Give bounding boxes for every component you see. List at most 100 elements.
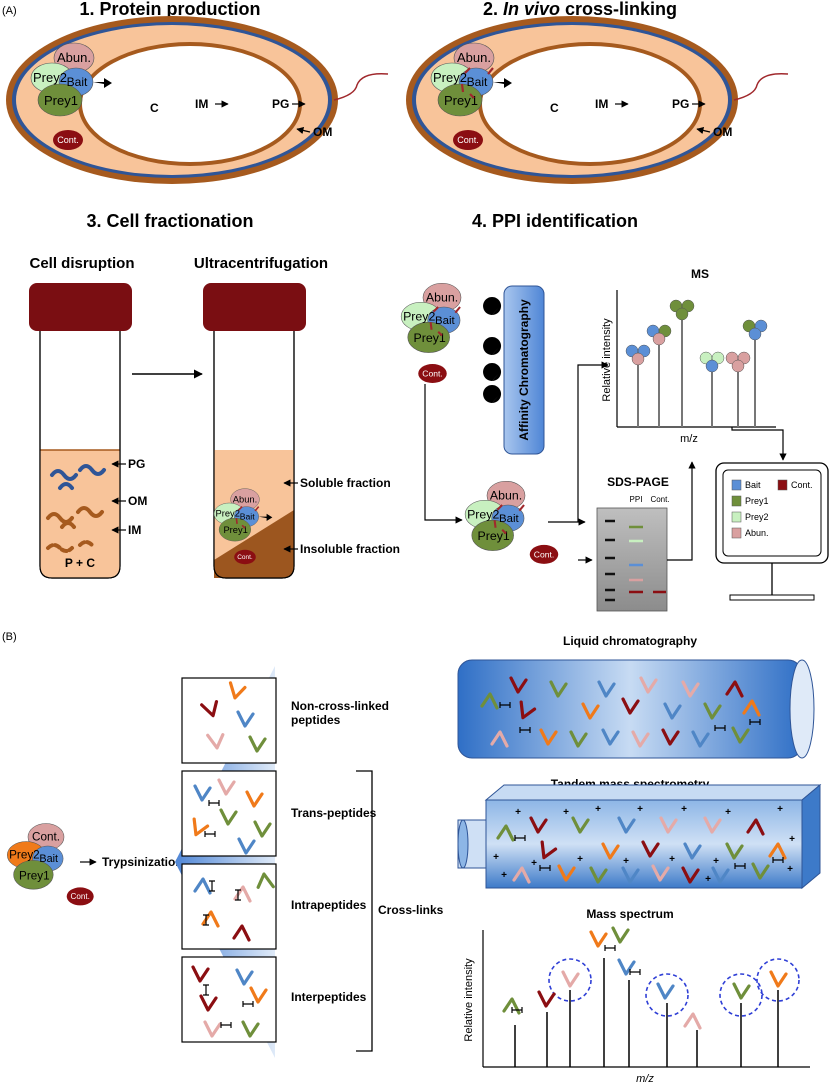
peptide — [631, 730, 650, 748]
panel-a-label: (A) — [2, 5, 17, 17]
crosslink-x1 — [464, 67, 471, 74]
prey1-label: Prey1 — [223, 525, 247, 535]
spectrum-peaks — [514, 958, 800, 1067]
peptide-boxes — [181, 677, 277, 1043]
tube-disruption: PG OM IM P + C — [29, 283, 147, 579]
ms-ylabel: Relative intensity — [601, 318, 613, 402]
ms-peak-ball — [748, 327, 762, 341]
contaminant — [234, 549, 256, 565]
noncross-line1: Non-cross-linked — [291, 699, 389, 713]
prey2-label: Prey2 — [433, 70, 467, 85]
prey1-label: Prey1 — [414, 331, 446, 345]
ion-plus-8: + — [531, 858, 537, 869]
contaminant-label: Cont. — [457, 135, 479, 145]
ultracentrifugation-label: Ultracentrifugation — [194, 255, 328, 272]
ion-plus-0: + — [515, 807, 521, 818]
contaminant — [529, 544, 559, 564]
ion-plus-5: + — [725, 807, 731, 818]
peptide — [731, 726, 750, 744]
panel-b-label: (B) — [2, 631, 17, 643]
peptide — [651, 864, 670, 882]
peptide — [656, 982, 675, 1000]
membrane-fragments — [46, 464, 106, 553]
crosslinks-label: Cross-links — [378, 903, 444, 917]
cell1-im-label: IM — [195, 97, 208, 111]
lc-title: Liquid chromatography — [563, 634, 697, 648]
peptide — [502, 997, 521, 1015]
complex-arrow — [93, 78, 112, 88]
peptide — [480, 692, 499, 710]
ion-plus-11: + — [669, 854, 675, 865]
peptide — [711, 866, 730, 884]
fragment-5 — [60, 521, 76, 529]
legend-swatch-1 — [777, 479, 788, 491]
peptide — [703, 702, 722, 720]
prey1-protein — [471, 519, 514, 551]
legend-label-1: Cont. — [791, 480, 813, 490]
prey2-label: Prey2 — [216, 509, 240, 519]
ms-peak-ball — [675, 307, 689, 321]
peptide — [235, 968, 254, 986]
peptide — [219, 808, 238, 826]
peptide — [540, 840, 558, 860]
ion-plus-4: + — [681, 804, 687, 815]
ion-plus-1: + — [563, 807, 569, 818]
cell1-c-label: C — [150, 101, 159, 115]
peptide — [193, 877, 212, 895]
crosslinker — [629, 969, 641, 975]
peptide — [237, 837, 256, 855]
box-label-inter: Interpeptides — [291, 990, 367, 1004]
peptide — [253, 820, 272, 838]
ion-plus-12: + — [713, 856, 719, 867]
ms-xlabel: m/z — [680, 433, 698, 445]
legend-swatch-3 — [731, 511, 742, 523]
peptide — [732, 982, 751, 1000]
peptide — [206, 733, 225, 750]
soluble-fraction-label: Soluble fraction — [300, 476, 391, 490]
abun-label: Abun. — [233, 494, 257, 504]
prey1-protein — [37, 83, 83, 117]
ms-peaks — [625, 299, 768, 427]
fragment-4 — [76, 506, 104, 518]
ion-plus-13: + — [789, 834, 795, 845]
peptide — [641, 840, 660, 858]
tube-im-label: IM — [128, 523, 141, 537]
legend-swatch-0 — [731, 479, 742, 491]
peptide — [683, 842, 702, 860]
peptide — [746, 818, 765, 836]
peptide — [617, 816, 636, 834]
crosslinker — [772, 857, 784, 863]
crosslinker — [235, 889, 241, 901]
peptide — [769, 970, 788, 988]
cell2-c-label: C — [550, 101, 559, 115]
spectrum-highlight-2 — [719, 973, 763, 1017]
peptide — [509, 676, 528, 694]
ion-plus-2: + — [595, 804, 601, 815]
crosslink-x2 — [235, 518, 238, 524]
crosslinker — [209, 880, 215, 892]
crosslinker — [203, 914, 209, 926]
peptide — [639, 676, 658, 694]
crosslink-x1 — [237, 506, 243, 511]
legend-label-0: Bait — [745, 480, 761, 490]
cell2-im-label: IM — [595, 97, 608, 111]
ms-peak-ball — [652, 332, 666, 346]
crosslinker — [220, 1022, 232, 1028]
contaminant — [53, 130, 83, 150]
step4-title: 4. PPI identification — [472, 211, 638, 231]
crosslinker — [242, 1001, 254, 1007]
peptide — [561, 970, 580, 988]
prey1-label: Prey1 — [478, 529, 510, 543]
peptide — [601, 728, 620, 746]
contaminant-label: Cont. — [534, 549, 554, 559]
peptide — [617, 958, 636, 976]
complex-arrow — [493, 78, 512, 88]
tube-pg-label: PG — [128, 457, 145, 471]
crosslinker — [734, 863, 746, 869]
bait-label: Bait — [435, 315, 455, 327]
peptide — [256, 872, 275, 889]
peptide — [751, 862, 770, 880]
